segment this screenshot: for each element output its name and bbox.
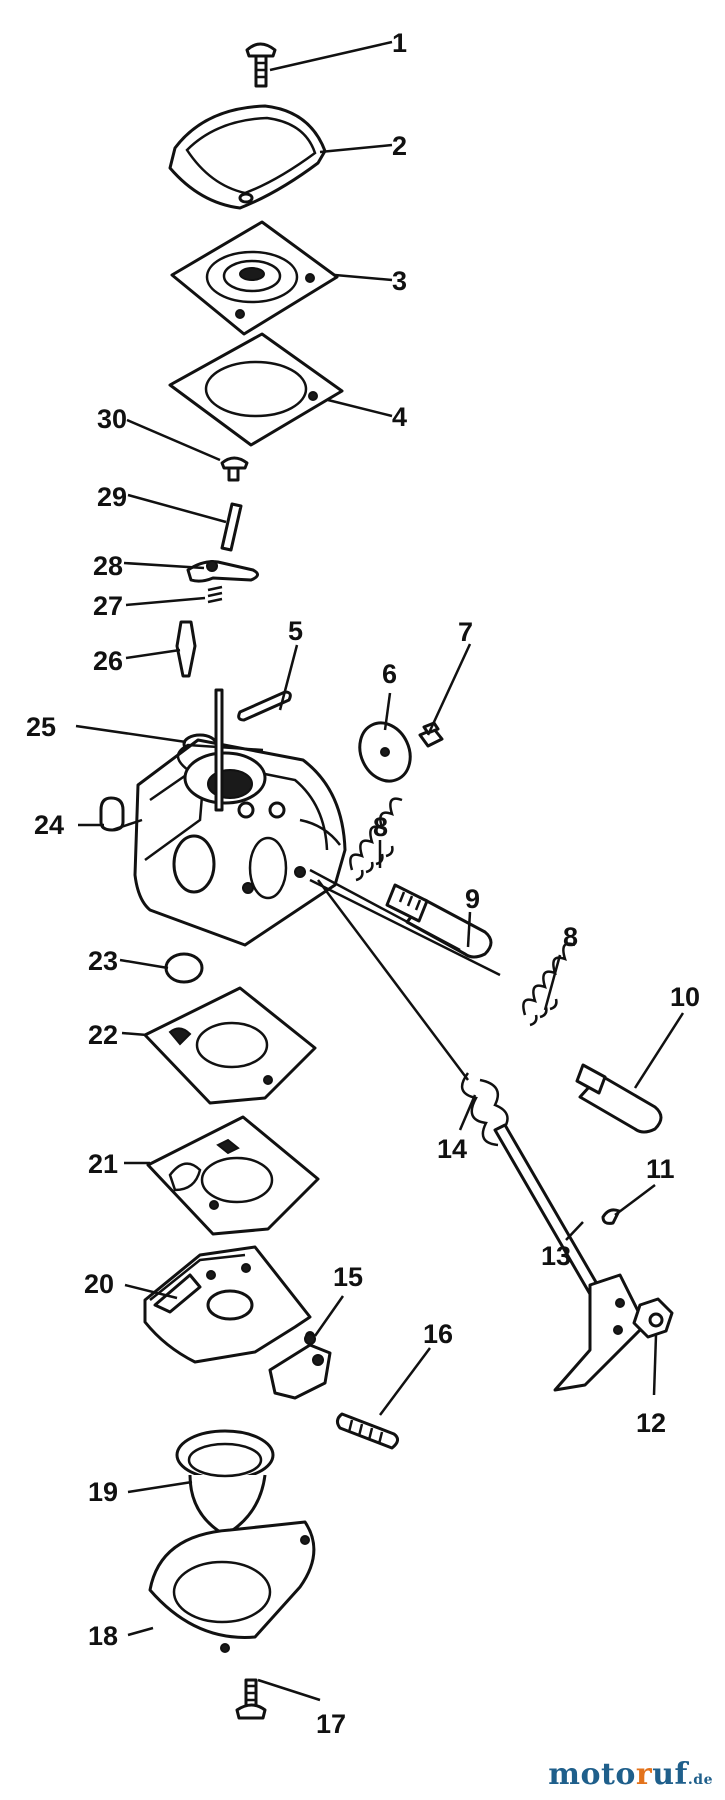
- callout-20: 20: [84, 1269, 114, 1299]
- callout-27: 27: [93, 591, 123, 621]
- part-8a-spring: [349, 797, 403, 882]
- throttle-shaft-axis: [309, 868, 501, 1081]
- leader-lines: [75, 40, 685, 1702]
- part-1-screw: [245, 42, 277, 88]
- callout-15: 15: [333, 1262, 363, 1292]
- part-13-lever: [493, 1123, 647, 1392]
- part-5-strip: [237, 690, 292, 722]
- part-11-screw: [601, 1208, 621, 1225]
- callout-12: 12: [636, 1408, 666, 1438]
- callout-2: 2: [392, 131, 407, 161]
- callout-9: 9: [465, 884, 480, 914]
- part-29-pin: [220, 502, 243, 552]
- part-16-screw: [335, 1412, 399, 1450]
- callout-30: 30: [97, 404, 127, 434]
- callout-24: 24: [34, 810, 64, 840]
- callout-10: 10: [670, 982, 700, 1012]
- callout-5: 5: [288, 616, 303, 646]
- callout-11: 11: [646, 1154, 675, 1184]
- callout-21: 21: [88, 1149, 118, 1179]
- part-14-return-spring: [460, 1072, 509, 1147]
- callout-18: 18: [88, 1621, 118, 1651]
- part-8b-spring: [522, 942, 576, 1027]
- watermark-suffix: .de: [687, 1772, 713, 1788]
- callout-29: 29: [97, 482, 127, 512]
- callout-7: 7: [458, 617, 473, 647]
- callout-6: 6: [382, 659, 397, 689]
- callout-22: 22: [88, 1020, 118, 1050]
- part-20-pump-cover: [143, 1245, 332, 1400]
- part-17-screw: [235, 1678, 267, 1720]
- part-24-plug: [99, 796, 143, 832]
- callout-16: 16: [423, 1319, 453, 1349]
- part-10-needle-screw: [575, 1063, 663, 1134]
- part-18-flange: [148, 1520, 316, 1653]
- part-21-diaphragm: [146, 1115, 320, 1236]
- part-4-gasket: [168, 332, 344, 447]
- part-6-disc: [358, 721, 412, 783]
- callout-17: 17: [316, 1709, 346, 1739]
- callout-3: 3: [392, 266, 407, 296]
- watermark-part1: moto: [548, 1757, 636, 1792]
- part-26-needle: [175, 620, 197, 678]
- motoruf-watermark: motoruf.de: [548, 1757, 713, 1792]
- part-30-screw: [220, 456, 249, 482]
- callout-23: 23: [88, 946, 118, 976]
- callout-14: 14: [437, 1134, 467, 1164]
- part-28-lever: [186, 560, 259, 583]
- part-15-pin: [304, 1333, 316, 1345]
- callout-28: 28: [93, 551, 123, 581]
- callout-1: 1: [392, 28, 407, 58]
- part-3-diaphragm: [170, 220, 339, 336]
- callout-19: 19: [88, 1477, 118, 1507]
- watermark-part3: uf: [652, 1757, 688, 1792]
- callout-8b: 8: [563, 922, 578, 952]
- part-2-cover: [168, 104, 327, 210]
- callout-8a: 8: [373, 812, 388, 842]
- carburetor-body: [133, 688, 347, 947]
- part-23-filter: [164, 952, 204, 984]
- part-9-needle-screw: [385, 883, 493, 959]
- callout-25: 25: [26, 712, 56, 742]
- part-27-spring: [207, 585, 223, 604]
- callout-labels: 1 2 3 4 30 29 28 27 26 5 6 7 25 24 8 9 8…: [26, 28, 700, 1739]
- part-22-gasket: [143, 986, 317, 1105]
- part-19-primer-bulb: [175, 1429, 275, 1537]
- callout-4: 4: [392, 402, 407, 432]
- callout-13: 13: [541, 1241, 571, 1271]
- callout-26: 26: [93, 646, 123, 676]
- part-12-nut: [632, 1297, 674, 1339]
- watermark-part2: r: [635, 1757, 653, 1792]
